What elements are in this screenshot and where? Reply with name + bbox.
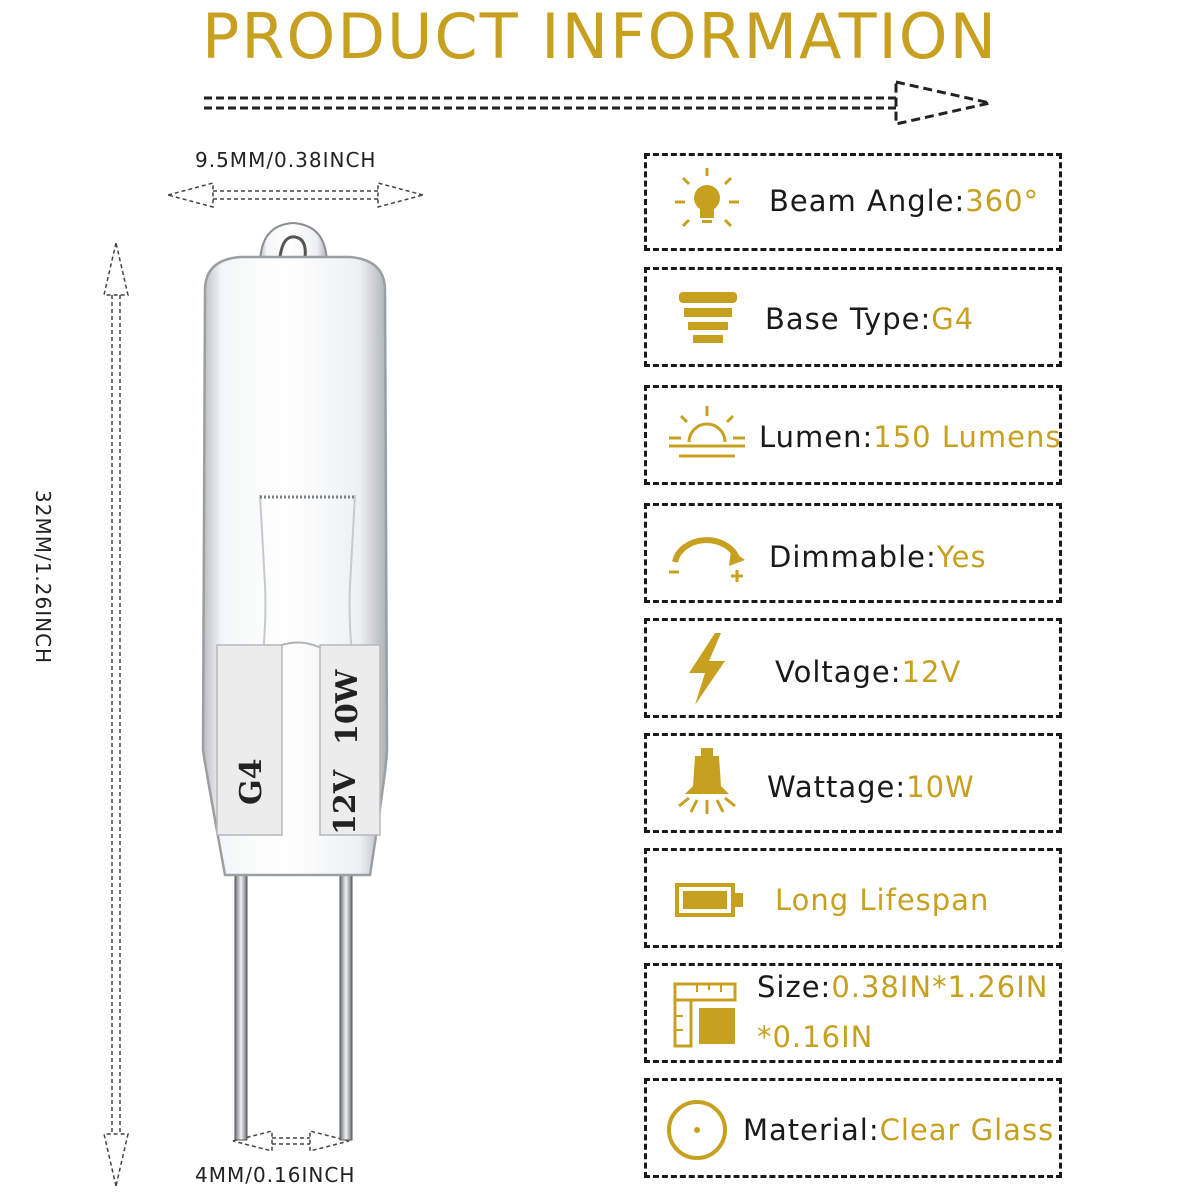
spec-card-voltage: Voltage:12V xyxy=(644,618,1062,718)
light-bulb-icon xyxy=(667,166,747,238)
dimmable-value: Yes xyxy=(936,540,987,574)
spec-card-lumen: Lumen:150 Lumens xyxy=(644,385,1062,485)
bulb-left-label: G4 xyxy=(234,759,269,806)
lamp-icon xyxy=(667,742,747,826)
height-dimension-label: 32MM/1.26INCH xyxy=(31,490,55,665)
spec-card-wattage: Wattage:10W xyxy=(644,733,1062,833)
pin-spacing-arrow xyxy=(232,1130,350,1152)
base-type-label: Base Type: xyxy=(765,302,932,336)
lumen-value: 150 Lumens xyxy=(873,420,1062,454)
lumen-label: Lumen: xyxy=(759,420,874,454)
spec-card-lifespan: Long Lifespan xyxy=(644,848,1062,948)
beam-angle-value: 360° xyxy=(965,184,1040,218)
sunrise-icon xyxy=(667,402,747,472)
pin-spacing-dimension-label: 4MM/0.16INCH xyxy=(195,1163,356,1187)
voltage-value: 12V xyxy=(901,655,962,689)
width-arrow xyxy=(165,182,426,208)
lightning-icon xyxy=(667,629,747,709)
material-value: Clear Glass xyxy=(879,1113,1055,1147)
wattage-label: Wattage: xyxy=(767,770,907,804)
wattage-value: 10W xyxy=(906,770,975,804)
base-type-value: G4 xyxy=(931,302,975,336)
page-title: PRODUCT INFORMATION xyxy=(202,0,998,73)
halogen-bulb-illustration: G4 10W 12V xyxy=(201,221,389,1141)
title-arrow xyxy=(204,80,991,126)
dimmer-icon xyxy=(667,520,747,590)
spec-card-dimmable: Dimmable:Yes xyxy=(644,503,1062,603)
spec-card-beam-angle: Beam Angle:360° xyxy=(644,153,1062,251)
size-label: Size: xyxy=(757,970,832,1004)
spec-card-size: Size:0.38IN*1.26IN *0.16IN xyxy=(644,963,1062,1063)
beam-angle-label: Beam Angle: xyxy=(769,184,966,218)
bulb-bottom-label: 12V xyxy=(328,769,363,835)
dimmable-label: Dimmable: xyxy=(769,540,937,574)
battery-icon xyxy=(667,865,747,935)
width-dimension-label: 9.5MM/0.38INCH xyxy=(195,148,377,172)
lifespan-value: Long Lifespan xyxy=(775,883,990,917)
base-type-icon xyxy=(667,284,747,354)
material-label: Material: xyxy=(743,1113,880,1147)
size-value: 0.38IN*1.26IN xyxy=(831,970,1049,1004)
spec-card-base-type: Base Type:G4 xyxy=(644,267,1062,367)
size-value-line2: *0.16IN xyxy=(757,1020,874,1054)
height-arrow xyxy=(103,242,129,1187)
bulb-right-label: 10W xyxy=(330,668,365,745)
spec-card-material: Material:Clear Glass xyxy=(644,1078,1062,1178)
voltage-label: Voltage: xyxy=(775,655,902,689)
ruler-icon xyxy=(667,976,747,1054)
glass-circle-icon xyxy=(659,1091,739,1169)
